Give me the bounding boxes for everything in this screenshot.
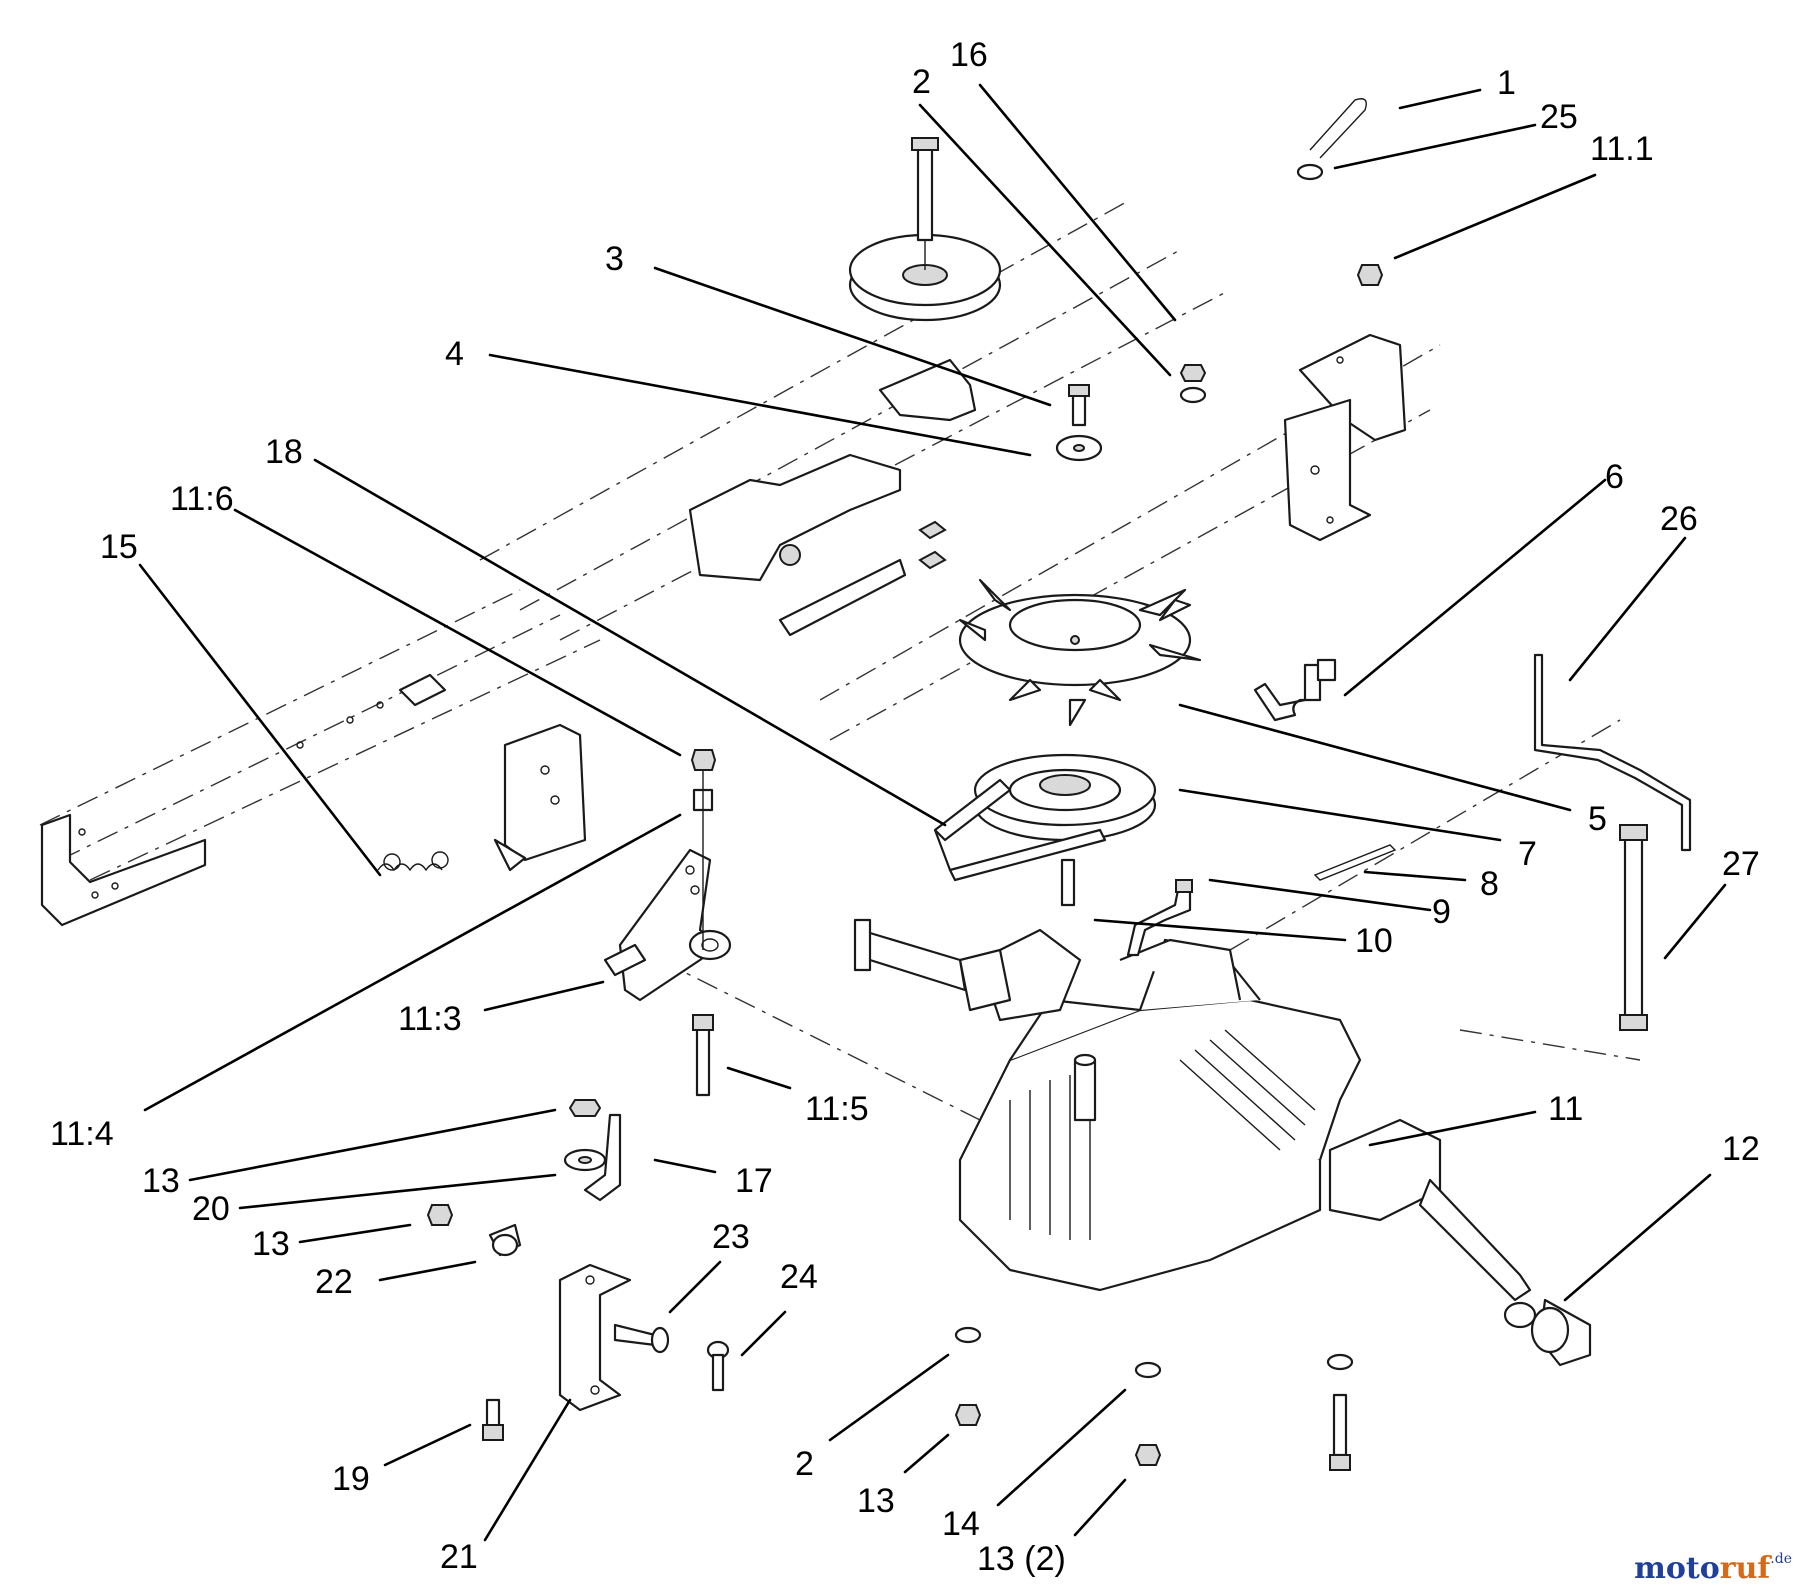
callout-16: 16: [950, 36, 988, 74]
callout-2-top: 2: [912, 63, 931, 101]
callout-17: 17: [735, 1162, 773, 1200]
callout-26: 26: [1660, 500, 1698, 538]
callout-4: 4: [445, 335, 464, 373]
drive-pulley: [973, 753, 1157, 842]
leader-lines: [138, 83, 1727, 1542]
nut-13-lower: [954, 1404, 982, 1426]
callout-11-1: 11.1: [1590, 130, 1654, 168]
bolt-23: [613, 1323, 670, 1354]
nut-13-mid: [426, 1204, 454, 1226]
rod-27: [1619, 824, 1648, 1032]
callout-11-6: 11:6: [170, 480, 234, 518]
washer-14: [1134, 1361, 1162, 1379]
callout-13-b: 13: [252, 1225, 290, 1263]
callout-11-5: 11:5: [805, 1090, 869, 1128]
pin-10: [1060, 858, 1076, 907]
drive-belt: [933, 778, 1107, 882]
spring-part: [377, 851, 449, 872]
callout-13-a: 13: [142, 1162, 180, 1200]
watermark-part-a: moto: [1634, 1551, 1720, 1586]
bracket-assembly-21: [558, 1263, 632, 1412]
callout-15: 15: [100, 528, 138, 566]
nut-13-2: [1134, 1444, 1162, 1466]
callout-12: 12: [1722, 1130, 1760, 1168]
washer-25: [1296, 163, 1324, 181]
rod-26: [1533, 653, 1692, 852]
callout-14: 14: [942, 1505, 980, 1543]
callout-11-4: 11:4: [50, 1115, 114, 1153]
washer-2-lower: [954, 1326, 982, 1344]
washer-2-top: [1179, 386, 1207, 404]
callout-9: 9: [1432, 893, 1451, 931]
idler-pulley: [848, 137, 1002, 322]
frame-rail-right: [1283, 333, 1407, 542]
nut-16: [1179, 364, 1207, 382]
frame-outline: [39, 199, 1641, 1131]
callout-7: 7: [1518, 835, 1537, 873]
callout-23: 23: [712, 1218, 750, 1256]
callout-labels: 1 25 11.1 16 2 3 4 18 11:6 15 6 26 5 7 8…: [50, 36, 1760, 1578]
bolt-24: [706, 1340, 730, 1392]
watermark-part-b: ruf: [1719, 1551, 1771, 1586]
frame-rail-left: [40, 673, 447, 927]
callout-20: 20: [192, 1190, 230, 1228]
callout-19: 19: [332, 1460, 370, 1498]
callout-3: 3: [605, 240, 624, 278]
center-bracket: [688, 358, 977, 637]
nut-13-top: [568, 1099, 602, 1117]
callout-27: 27: [1722, 845, 1760, 883]
mount-plate-left: [493, 723, 587, 872]
callout-11-3: 11:3: [398, 1000, 462, 1038]
callout-6: 6: [1605, 458, 1624, 496]
callout-22: 22: [315, 1263, 353, 1301]
callout-13-c: 13: [857, 1482, 895, 1520]
bolt-11-5: [692, 1014, 714, 1097]
bolt-3: [1068, 384, 1090, 427]
cotter-pin-1: [1309, 98, 1367, 159]
nut-11-1: [1356, 264, 1384, 286]
bolt-long-right: [1326, 1353, 1354, 1471]
transaxle-assembly: [853, 918, 1592, 1367]
callout-18: 18: [265, 433, 303, 471]
callout-21: 21: [440, 1538, 478, 1576]
callout-24: 24: [780, 1258, 818, 1296]
callout-1: 1: [1497, 64, 1516, 102]
rod-17: [583, 1113, 622, 1202]
rod-6: [1253, 658, 1337, 722]
callout-2-bottom: 2: [795, 1445, 814, 1483]
callout-8: 8: [1480, 865, 1499, 903]
callout-11: 11: [1548, 1090, 1583, 1128]
cooling-fan: [958, 578, 1202, 727]
watermark-suffix: .de: [1770, 1551, 1792, 1567]
washer-4: [1055, 434, 1103, 462]
control-arm: [603, 848, 732, 1002]
bolt-19: [482, 1398, 504, 1441]
callout-5: 5: [1588, 800, 1607, 838]
washer-20: [563, 1148, 607, 1172]
rod-9: [1126, 879, 1193, 957]
callout-13-2: 13 (2): [977, 1540, 1066, 1578]
nut-11-6: [690, 749, 717, 950]
callout-10: 10: [1355, 922, 1393, 960]
bushing-22: [488, 1223, 522, 1257]
clip-8: [1313, 844, 1397, 881]
watermark-logo: motoruf.de: [1634, 1551, 1792, 1586]
callout-25: 25: [1540, 98, 1578, 136]
